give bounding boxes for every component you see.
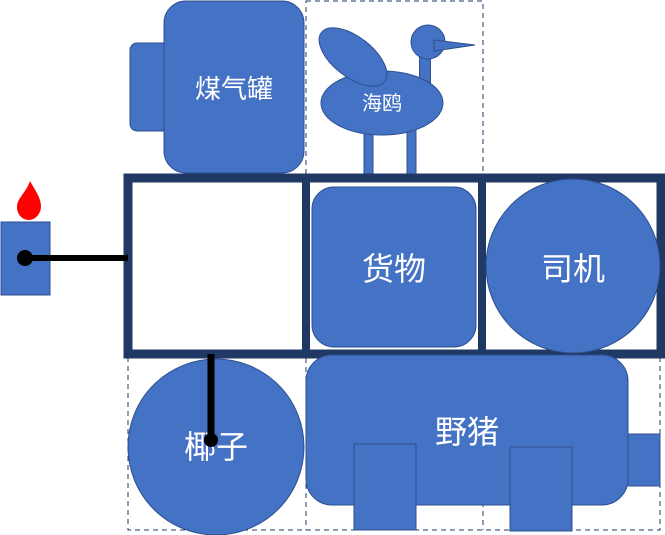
gas-tank-shape — [163, 0, 305, 174]
seagull-beak — [433, 39, 476, 52]
cargo-box — [311, 186, 477, 348]
seagull-leg-right — [406, 124, 417, 178]
torch-pivot — [17, 250, 33, 266]
seagull-label: 海鸥 — [362, 91, 402, 115]
dashed-top-region — [305, 0, 484, 177]
seagull-wing — [318, 27, 388, 87]
boar-label: 野猪 — [435, 413, 499, 451]
coconut-stem-dot — [204, 433, 218, 447]
gas-tank-label: 煤气罐 — [195, 75, 273, 105]
flame-icon — [17, 181, 41, 220]
coconut-label: 椰子 — [184, 428, 248, 466]
coconut-circle — [127, 358, 305, 535]
driver-label: 司机 — [541, 250, 605, 288]
boar-leg-front — [353, 443, 417, 531]
boar-snout — [625, 433, 661, 487]
driver-circle — [485, 178, 661, 354]
frame-outer — [123, 173, 665, 359]
boar-leg-back — [509, 446, 573, 532]
cargo-label: 货物 — [362, 250, 426, 288]
